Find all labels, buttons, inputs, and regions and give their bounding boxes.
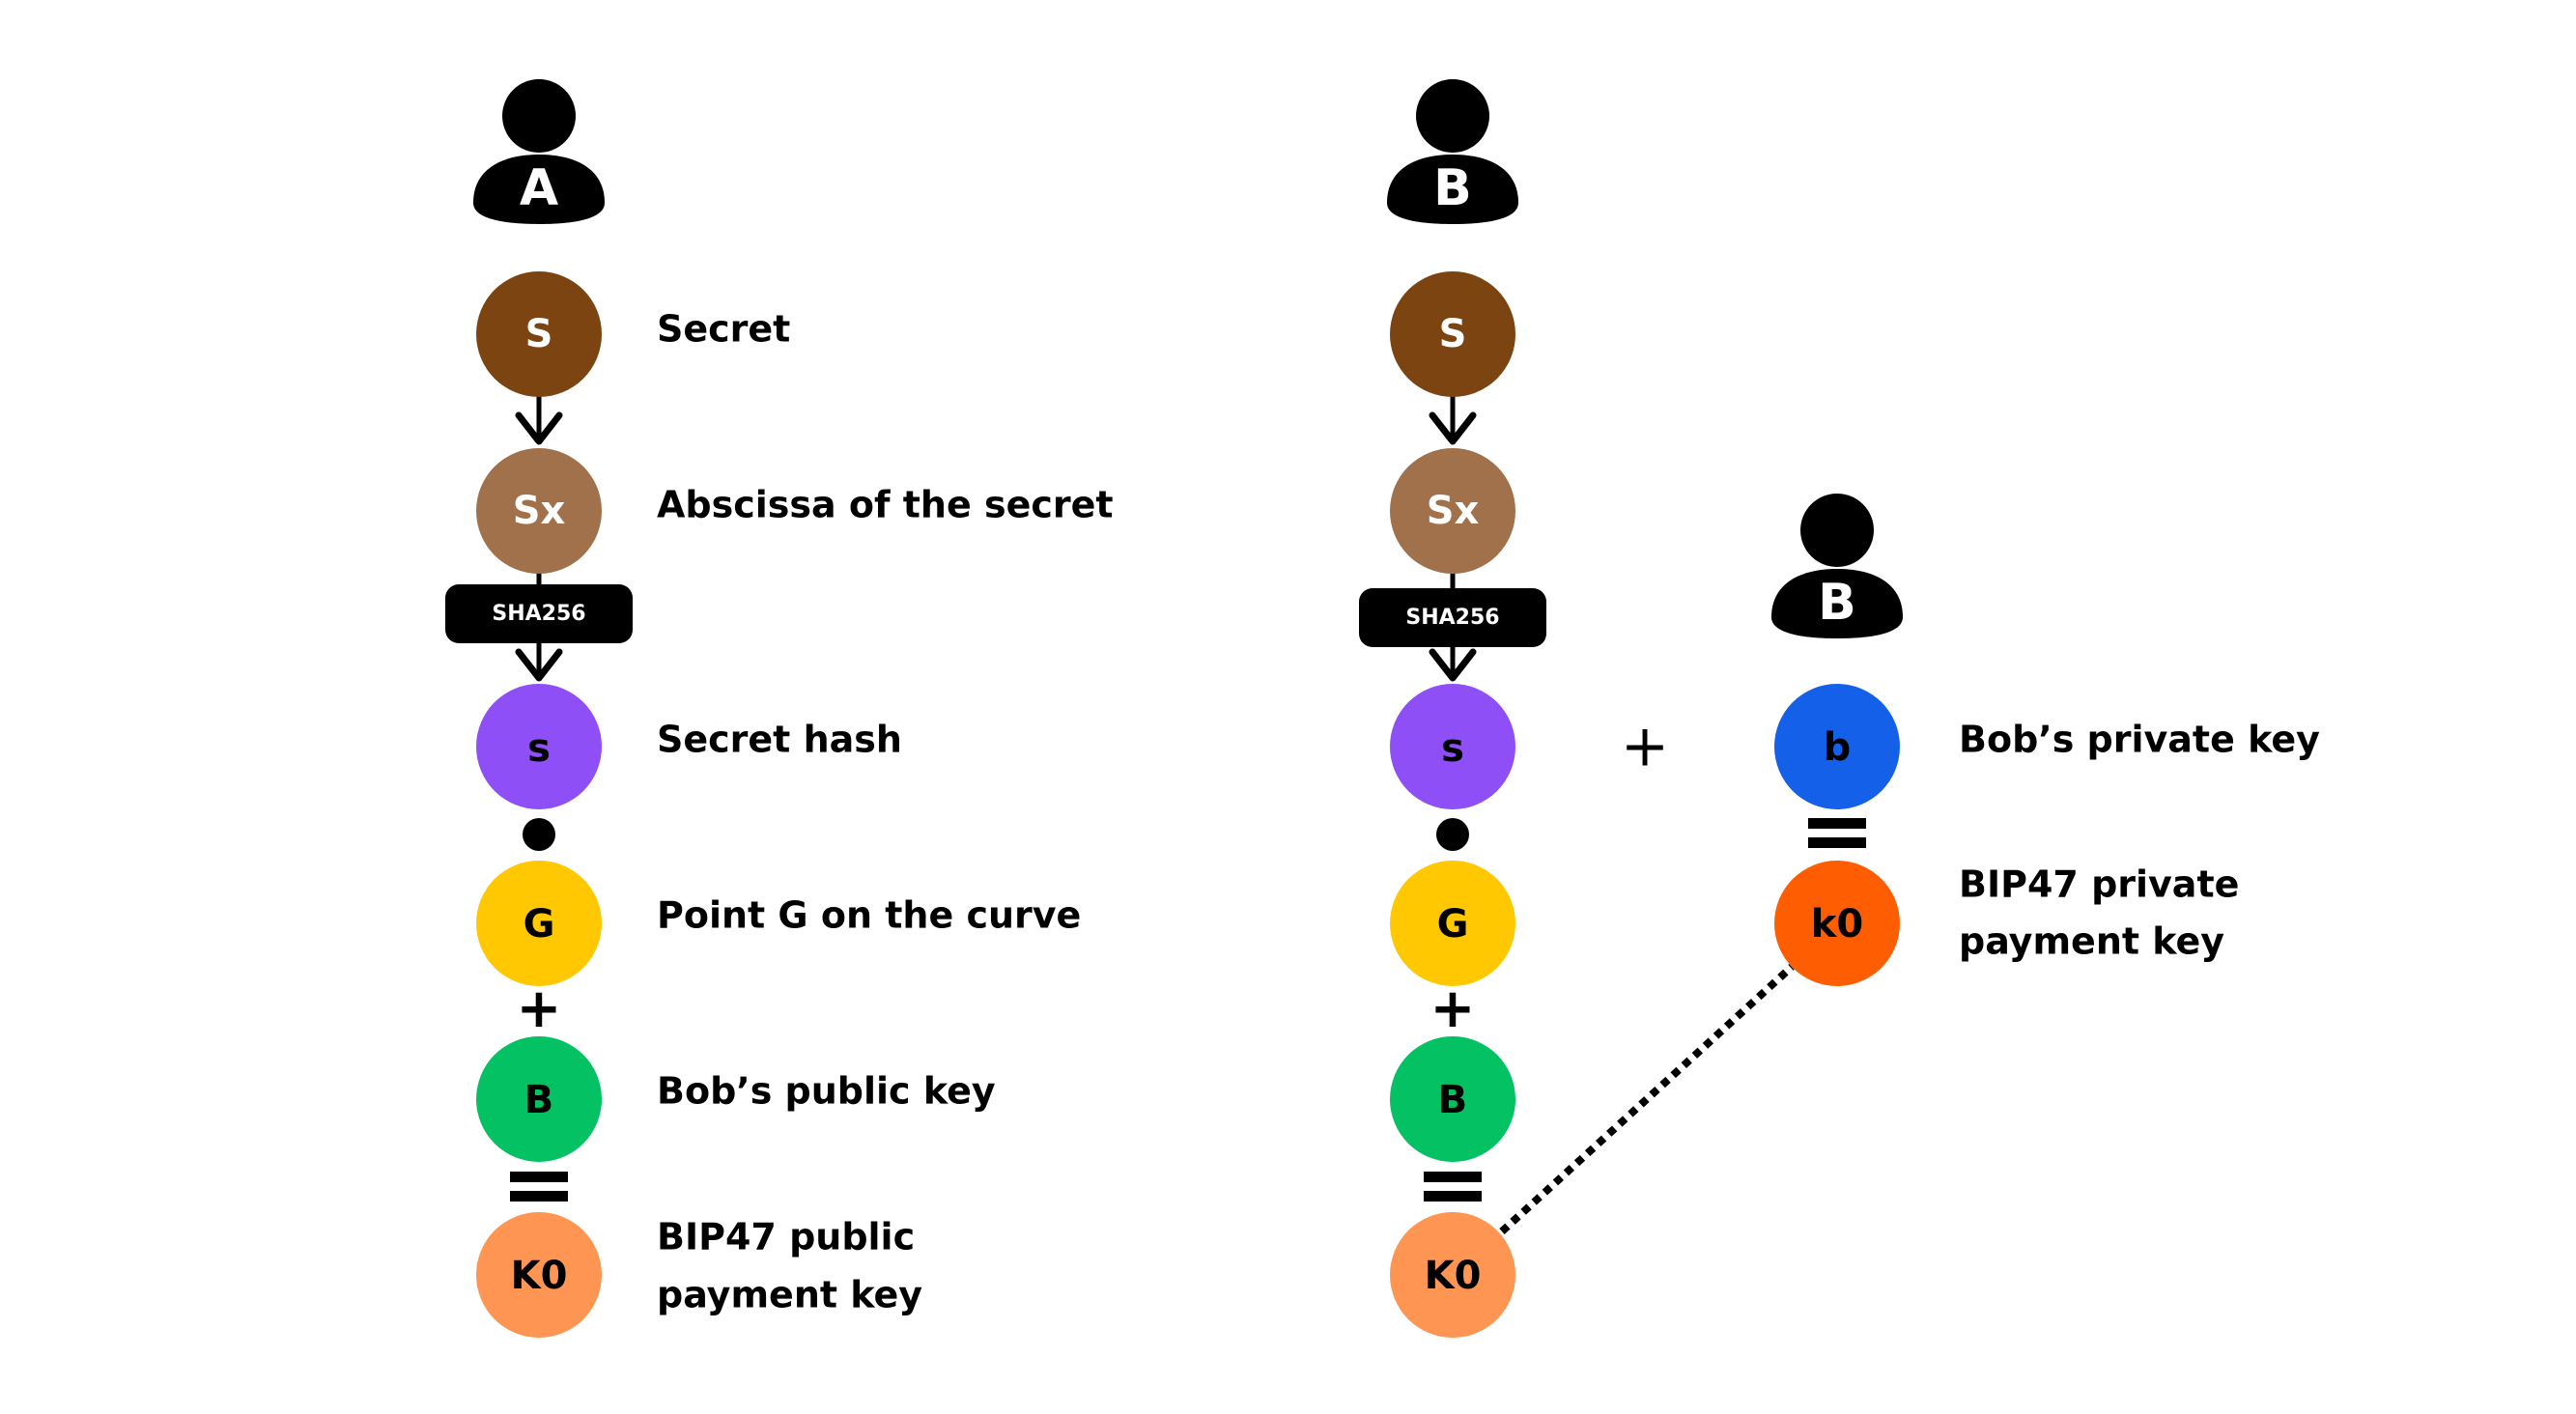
point-g-node: G (476, 861, 602, 986)
public-payment-node: K0 (476, 1212, 602, 1338)
public-payment-node: K0 (1390, 1212, 1515, 1338)
hash-node-label: s (1441, 726, 1464, 771)
hash-node: s (1390, 684, 1515, 809)
secret-desc: Secret (657, 308, 790, 351)
point-g-node-label: G (524, 902, 555, 947)
private-payment-node-label: k0 (1811, 902, 1863, 947)
bob-public-node-label: B (1438, 1078, 1468, 1122)
public-payment-node-label: K0 (511, 1254, 568, 1298)
secret-node-label: S (1439, 312, 1467, 356)
point-g-node-label: G (1437, 902, 1469, 947)
bob-avatar: B (1387, 79, 1518, 224)
user-icon (1771, 494, 1903, 638)
alice-column: A SHA256 S Secret Sx Abscissa of the sec… (445, 79, 1114, 1338)
sha256-label: SHA256 (1405, 606, 1499, 630)
abscissa-node: Sx (476, 448, 602, 574)
plus-operator: + (1430, 977, 1476, 1040)
abscissa-node: Sx (1390, 448, 1515, 574)
dot-icon (523, 818, 555, 851)
secret-node: S (1390, 271, 1515, 397)
equals-icon (1808, 818, 1866, 848)
point-g-node: G (1390, 861, 1515, 986)
bob-private-column: + B b Bob’s private key k0 BIP47 private… (1621, 494, 2320, 986)
bob-private-node-label: b (1824, 725, 1852, 770)
bob-public-desc: Bob’s public key (657, 1070, 996, 1113)
bob-private-avatar-letter: B (1818, 574, 1856, 632)
user-icon (473, 79, 605, 224)
hash-desc: Secret hash (657, 719, 902, 761)
arrow-down-icon (1429, 648, 1477, 682)
public-payment-desc-line2: payment key (657, 1274, 922, 1316)
abscissa-node-label: Sx (513, 489, 566, 533)
plus-operator: + (517, 977, 562, 1040)
public-payment-desc-line1: BIP47 public (657, 1216, 915, 1258)
bob-public-node-label: B (524, 1078, 554, 1122)
secret-node: S (476, 271, 602, 397)
dotted-line (1499, 964, 1795, 1234)
sha256-badge: SHA256 (445, 584, 633, 643)
bob-avatar-letter: B (1433, 159, 1472, 217)
bob-public-node: B (1390, 1036, 1515, 1162)
hash-node-label: s (527, 726, 551, 771)
private-payment-node: k0 (1774, 861, 1900, 986)
private-payment-desc-line2: payment key (1959, 920, 2224, 963)
bob-column: B SHA256 S Sx s G + B (1359, 79, 1795, 1338)
bob-public-node: B (476, 1036, 602, 1162)
alice-avatar: A (473, 79, 605, 224)
arrow-down-icon (515, 648, 563, 682)
public-payment-node-label: K0 (1425, 1254, 1482, 1298)
bob-private-desc: Bob’s private key (1959, 719, 2320, 761)
sha256-badge: SHA256 (1359, 588, 1546, 647)
hash-node: s (476, 684, 602, 809)
arrow-down-icon (1429, 411, 1477, 445)
alice-avatar-letter: A (520, 159, 558, 217)
private-payment-desc-line1: BIP47 private (1959, 863, 2239, 906)
equals-icon (510, 1172, 568, 1202)
arrow-down-icon (515, 411, 563, 445)
secret-node-label: S (525, 312, 553, 356)
plus-operator: + (1621, 713, 1669, 780)
bob-private-node: b (1774, 684, 1900, 809)
abscissa-desc: Abscissa of the secret (657, 484, 1114, 526)
point-g-desc: Point G on the curve (657, 894, 1081, 937)
sha256-label: SHA256 (492, 602, 585, 626)
equals-icon (1424, 1172, 1482, 1202)
abscissa-node-label: Sx (1427, 489, 1480, 533)
user-icon (1387, 79, 1518, 224)
bob-private-avatar: B (1771, 494, 1903, 638)
dot-icon (1436, 818, 1469, 851)
